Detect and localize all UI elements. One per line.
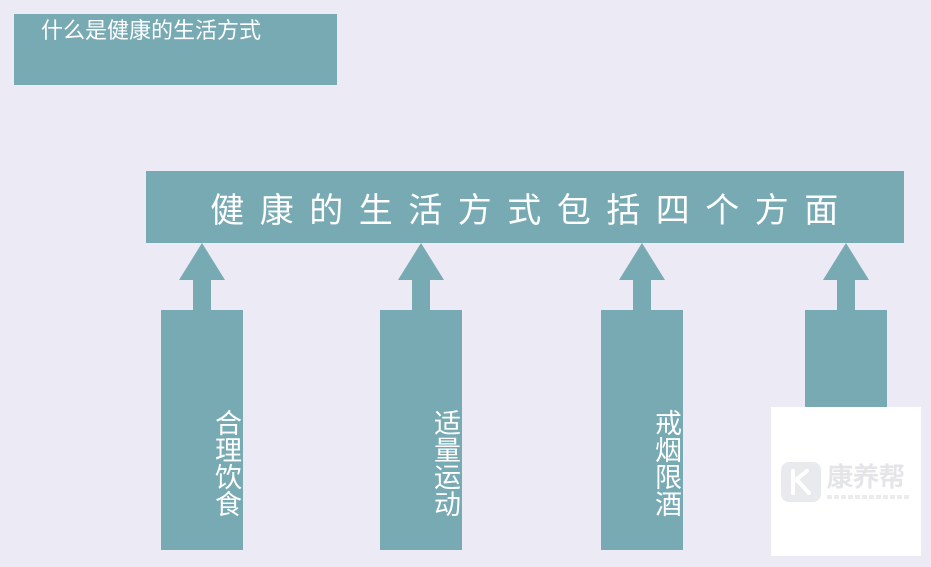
pillar-exercise: 适量运动 [380, 310, 462, 550]
title-box: 什么是健康的生活方式 [14, 14, 337, 85]
watermark-subtext [827, 495, 909, 499]
banner: 健康的生活方式包括四个方面 [146, 171, 904, 243]
pillar-label: 适量运动 [429, 408, 460, 517]
pillar-label: 戒烟限酒 [650, 408, 681, 517]
arrow-up-icon [396, 243, 446, 310]
arrow-up-icon [617, 243, 667, 310]
watermark: 康养帮 [771, 407, 921, 556]
pillar-label: 合理饮食 [210, 408, 241, 517]
watermark-brand: 康养帮 [827, 463, 906, 493]
brand-logo-icon [781, 462, 821, 502]
arrow-up-icon [177, 243, 227, 310]
page-title: 什么是健康的生活方式 [41, 19, 262, 44]
banner-text: 健康的生活方式包括四个方面 [210, 190, 854, 231]
pillar-diet: 合理饮食 [161, 310, 243, 550]
pillar-smoking-alcohol: 戒烟限酒 [601, 310, 683, 550]
arrow-up-icon [821, 243, 871, 310]
